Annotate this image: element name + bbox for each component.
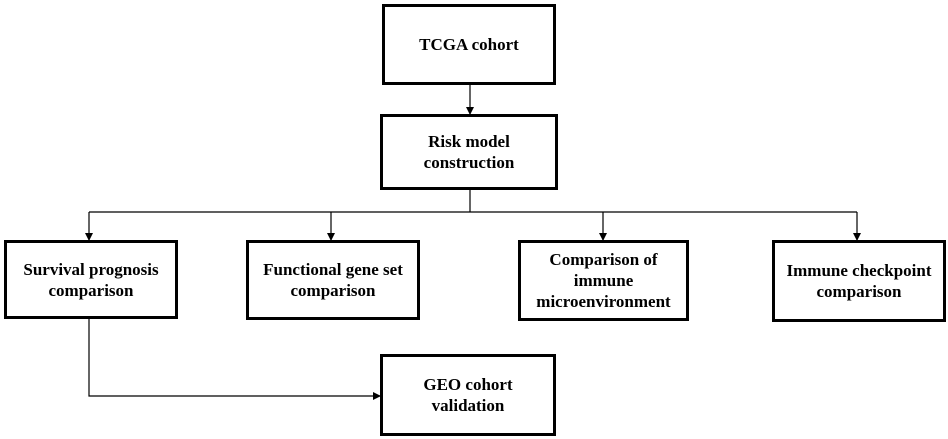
node-tcga-cohort: TCGA cohort [382, 4, 556, 85]
node-risk-line-2: construction [423, 153, 515, 172]
edge-survival-to-geo [88, 319, 381, 400]
node-geo-line-2: validation [431, 396, 505, 415]
node-survival-line-1: Survival prognosis [23, 259, 159, 279]
node-immune-microenvironment: Comparison of immune microenvironment [518, 240, 689, 321]
node-tcga-line-1: TCGA cohort [419, 35, 519, 54]
node-immune-env-line-2: immune [573, 271, 634, 290]
node-immune-env-line-1: Comparison of [549, 250, 658, 269]
node-functional-gene-set: Functional gene set comparison [246, 240, 420, 320]
node-survival-line-2: comparison [48, 280, 134, 300]
node-checkpoint-line-1: Immune checkpoint [786, 261, 932, 280]
node-survival-prognosis: Survival prognosis comparison [4, 240, 178, 319]
node-immune-env-line-3: microenvironment [536, 292, 671, 311]
node-checkpoint-line-2: comparison [816, 282, 902, 301]
node-geo-line-1: GEO cohort [423, 375, 513, 394]
node-functional-line-1: Functional gene set [263, 260, 403, 279]
node-risk-model: Risk model construction [380, 114, 558, 190]
node-risk-line-1: Risk model [428, 132, 510, 151]
node-immune-checkpoint: Immune checkpoint comparison [772, 240, 946, 322]
node-geo-validation: GEO cohort validation [380, 354, 556, 436]
node-functional-line-2: comparison [290, 281, 376, 300]
